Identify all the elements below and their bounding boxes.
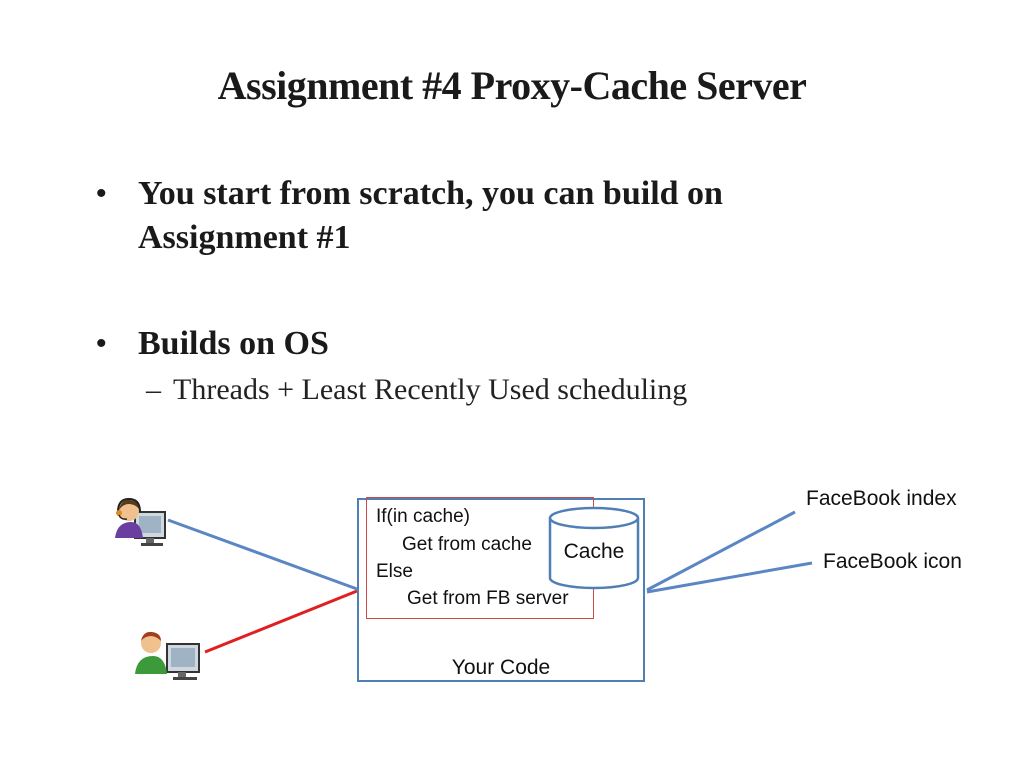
your-code-label: Your Code xyxy=(451,656,551,679)
logic-line: Get from cache xyxy=(402,534,532,555)
bullet-text: You start from scratch, you can build on… xyxy=(138,175,723,256)
bullet-text: Builds on OS xyxy=(138,325,329,362)
logic-line: If(in cache) xyxy=(376,506,470,527)
user-computer-icon xyxy=(135,631,200,680)
client2-connection-line xyxy=(204,589,358,654)
fb-icon-connection-line xyxy=(646,561,813,594)
cache-cylinder-shape xyxy=(548,506,640,590)
user-headset-computer-icon xyxy=(115,497,166,546)
client1-connection-line xyxy=(167,518,358,591)
slide-title: Assignment #4 Proxy-Cache Server xyxy=(217,63,807,108)
bullet-marker: • xyxy=(96,177,107,210)
fb-icon-label: FaceBook icon xyxy=(823,550,962,573)
fb-index-connection-line xyxy=(646,510,796,592)
fb-index-label: FaceBook index xyxy=(806,487,957,510)
sub-bullet-text: Threads + Least Recently Used scheduling xyxy=(173,373,688,406)
sub-bullet-item: –Threads + Least Recently Used schedulin… xyxy=(146,370,687,410)
sub-bullet-marker: – xyxy=(146,373,161,406)
logic-line: Get from FB server xyxy=(407,588,569,609)
cache-label: Cache xyxy=(563,540,625,563)
logic-line: Else xyxy=(376,561,413,582)
bullet-marker: • xyxy=(96,327,107,360)
